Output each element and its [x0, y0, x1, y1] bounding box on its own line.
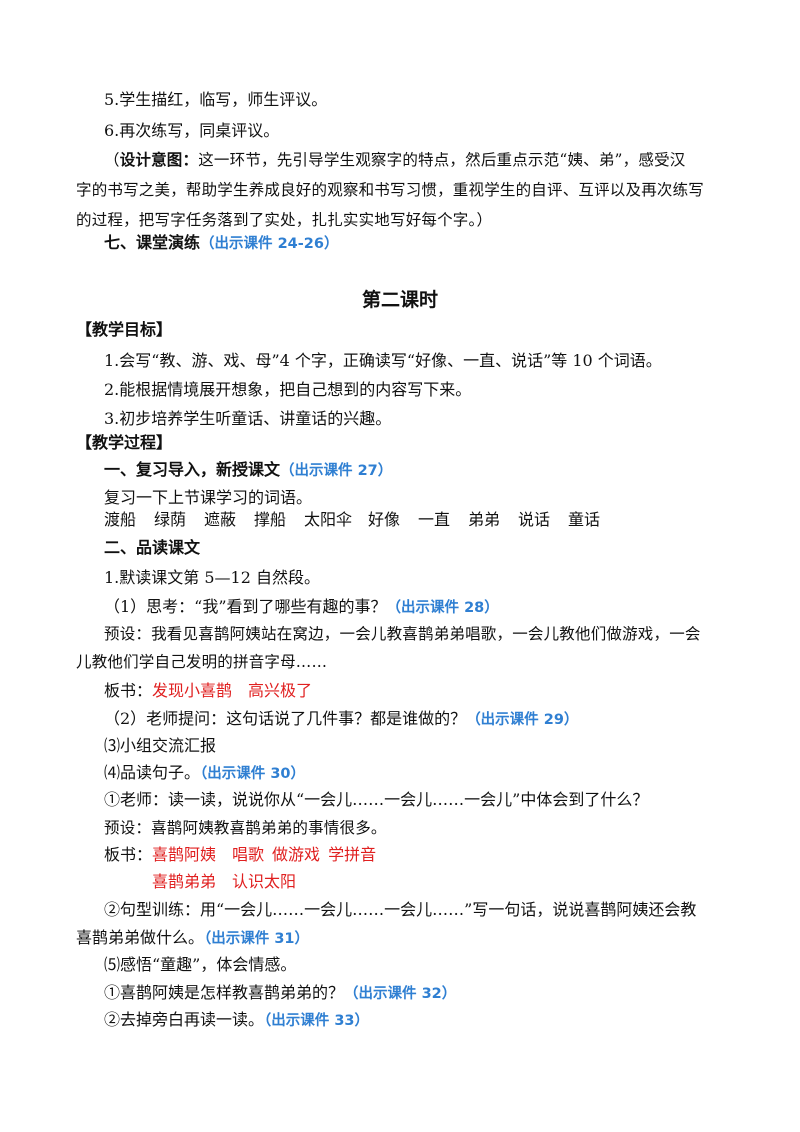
board-item: 唱歌	[232, 845, 265, 864]
board-item: 喜鹊弟弟	[152, 872, 217, 891]
vocab-list: 渡船 绿荫 遮蔽 撑船 太阳伞 好像 一直 弟弟 说话 童话	[104, 510, 624, 532]
question-1: （1）思考：“我”看到了哪些有趣的事？（出示课件 28）	[104, 597, 499, 618]
objective-item-3: 3.初步培养学生听童话、讲童话的兴趣。	[104, 409, 392, 428]
vocab-word: 一直	[418, 510, 451, 529]
vocab-word: 绿荫	[154, 510, 187, 529]
design-intent-line-2: 字的书写之美，帮助学生养成良好的观察和书写习惯，重视学生的自评、互评以及再次练写	[76, 181, 705, 199]
vocab-word: 渡船	[104, 510, 137, 529]
design-intent-line-3: 的过程，把写字任务落到了实处，扎扎实实地写好每个字。）	[76, 211, 493, 229]
vocab-word: 童话	[568, 510, 601, 529]
circled-item-d1-text: ①喜鹊阿姨是怎样教喜鹊弟弟的？	[104, 983, 345, 1002]
vocab-word: 撑船	[254, 510, 287, 529]
board-item: 学拼音	[328, 845, 377, 864]
question-2-text: （2）老师提问：这句话说了几件事？都是谁做的？	[104, 709, 467, 728]
board-item: 发现小喜鹊	[152, 681, 233, 700]
circled-item-2-line-1: ②句型训练：用“一会儿……一会儿……一会儿……”写一句话，说说喜鹊阿姨还会教	[104, 900, 697, 919]
process-heading: 【教学过程】	[76, 433, 173, 452]
board-note-2-row-2: 喜鹊弟弟认识太阳	[152, 872, 296, 892]
question-3: ⑶小组交流汇报	[104, 736, 217, 755]
objective-item-1: 1.会写“教、游、戏、母”4 个字，正确读写“好像、一直、说话”等 10 个词语…	[104, 351, 662, 370]
lesson-title: 第二课时	[361, 289, 438, 311]
paragraph-1: 1.默读课文第 5—12 自然段。	[104, 568, 320, 587]
courseware-ref: （出示课件 24-26）	[200, 236, 339, 252]
vocab-word: 弟弟	[468, 510, 501, 529]
question-2: （2）老师提问：这句话说了几件事？都是谁做的？（出示课件 29）	[104, 709, 578, 730]
question-5: ⑸感悟“童趣”，体会情感。	[104, 955, 297, 974]
circled-item-d2-text: ②去掉旁白再读一读。	[104, 1010, 265, 1029]
circled-item-d2: ②去掉旁白再读一读。（出示课件 33）	[104, 1010, 369, 1031]
step-item-5: 5.学生描红，临写，师生评议。	[104, 90, 328, 109]
design-intent-text-1: 这一环节，先引导学生观察字的特点，然后重点示范“姨、弟”，感受汉	[198, 151, 686, 169]
circled-item-d1: ①喜鹊阿姨是怎样教喜鹊弟弟的？（出示课件 32）	[104, 983, 456, 1004]
circled-item-2-line-2: 喜鹊弟弟做什么。（出示课件 31）	[76, 928, 309, 949]
board-item: 做游戏	[272, 845, 321, 864]
courseware-ref: （出示课件 27）	[280, 463, 393, 479]
board-item: 认识太阳	[232, 872, 297, 891]
courseware-ref: （出示课件 31）	[204, 931, 309, 947]
preset-1-line-1: 预设：我看见喜鹊阿姨站在窝边，一会儿教喜鹊弟弟唱歌，一会儿教他们做游戏，一会	[104, 625, 701, 643]
courseware-ref: （出示课件 30）	[200, 766, 305, 782]
circled-item-1: ①老师：读一读，说说你从“一会儿……一会儿……一会儿”中体会到了什么？	[104, 790, 649, 809]
vocab-word: 好像	[368, 510, 401, 529]
step-1-heading: 一、复习导入，新授课文（出示课件 27）	[104, 460, 392, 481]
board-note-2: 板书：喜鹊阿姨唱歌做游戏学拼音	[104, 845, 376, 865]
courseware-ref: （出示课件 33）	[264, 1013, 369, 1029]
question-4-text: ⑷品读句子。	[104, 763, 201, 782]
board-label: 板书：	[104, 681, 153, 700]
vocab-word: 说话	[518, 510, 551, 529]
question-1-text: （1）思考：“我”看到了哪些有趣的事？	[104, 597, 387, 616]
heading-7-text: 七、课堂演练	[104, 233, 201, 252]
circled-item-2-text: 喜鹊弟弟做什么。	[76, 928, 205, 947]
courseware-ref: （出示课件 29）	[466, 712, 579, 728]
vocab-word: 遮蔽	[204, 510, 237, 529]
question-4: ⑷品读句子。（出示课件 30）	[104, 763, 305, 784]
section-heading-7: 七、课堂演练（出示课件 24-26）	[104, 233, 338, 254]
board-label: 板书：	[104, 845, 153, 864]
courseware-ref: （出示课件 32）	[344, 986, 457, 1002]
design-intent-label: 设计意图：	[119, 150, 199, 169]
vocab-word: 太阳伞	[304, 510, 353, 529]
board-item: 喜鹊阿姨	[152, 845, 217, 864]
courseware-ref: （出示课件 28）	[386, 600, 499, 616]
step-1-text: 一、复习导入，新授课文	[104, 460, 281, 479]
board-note-1: 板书：发现小喜鹊高兴极了	[104, 681, 312, 701]
step-2-heading: 二、品读课文	[104, 538, 201, 557]
board-item: 高兴极了	[248, 681, 313, 700]
objectives-heading: 【教学目标】	[76, 320, 173, 339]
preset-1-line-2: 儿教他们学自己发明的拼音字母……	[76, 653, 328, 671]
intent-open-paren: （	[104, 151, 120, 169]
preset-2: 预设：喜鹊阿姨教喜鹊弟弟的事情很多。	[104, 819, 387, 837]
design-intent-line-1: （设计意图：这一环节，先引导学生观察字的特点，然后重点示范“姨、弟”，感受汉	[104, 150, 685, 170]
objective-item-2: 2.能根据情境展开想象，把自己想到的内容写下来。	[104, 380, 472, 399]
step-item-6: 6.再次练写，同桌评议。	[104, 121, 280, 140]
review-text: 复习一下上节课学习的词语。	[104, 488, 313, 507]
